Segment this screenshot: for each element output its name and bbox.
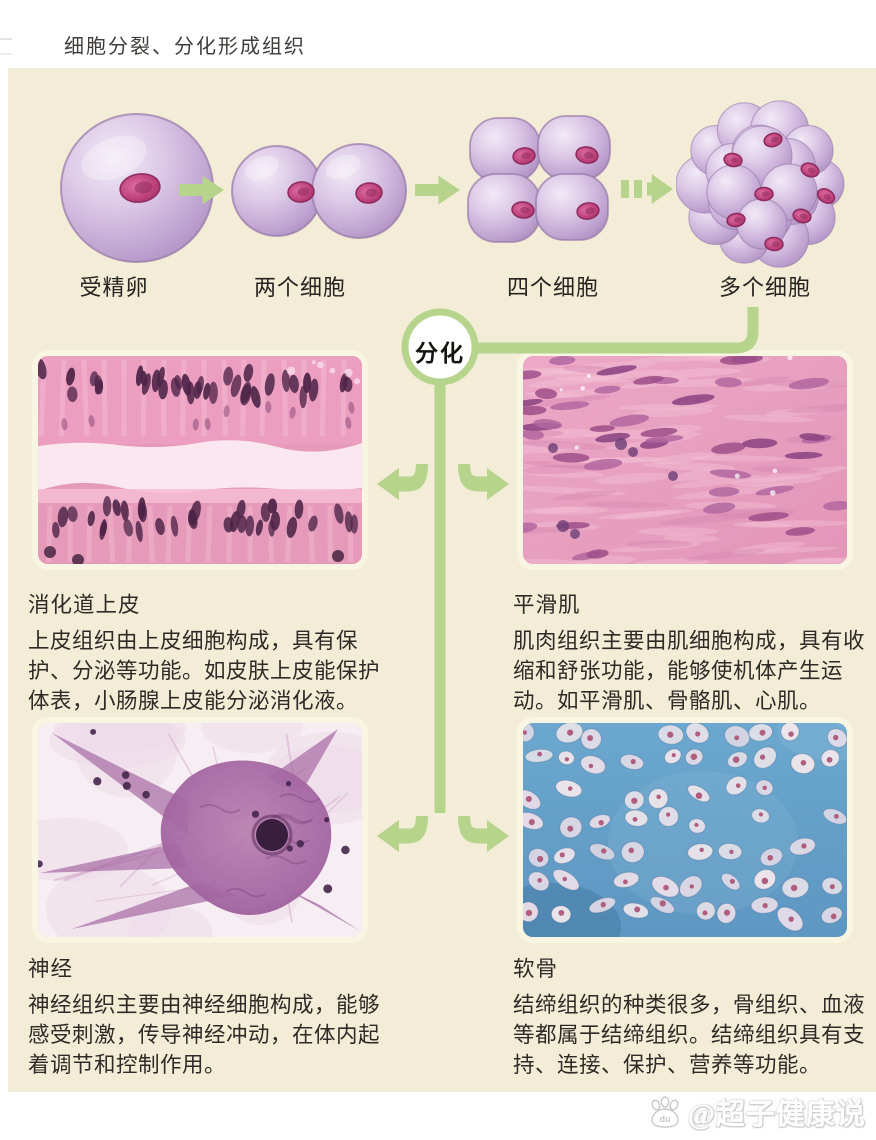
four-cell-figure: [467, 115, 611, 243]
stage-label-two-cells: 两个细胞: [253, 275, 347, 300]
section-text-line: 着调节和控制作用。: [28, 1053, 227, 1077]
dashed-arrow-bar: [634, 180, 642, 198]
section-cartilage: 软骨 结缔组织的种类很多，骨组织、血液 等都属于结缔组织。结缔组织具有支 持、连…: [513, 952, 871, 1080]
section-text-line: 动。如平滑肌、骨骼肌、心肌。: [513, 689, 822, 713]
section-text-line: 上皮组织由上皮细胞构成，具有保: [28, 629, 359, 653]
section-heading: 软骨: [513, 957, 559, 981]
section-heading: 消化道上皮: [28, 593, 141, 617]
stage-label-zygote: 受精卵: [79, 275, 149, 300]
micrograph-nerve: [32, 717, 368, 943]
section-heading: 平滑肌: [513, 593, 581, 617]
two-cell-figure: [231, 143, 407, 239]
section-text-line: 肌肉组织主要由肌细胞构成，具有收: [513, 629, 866, 653]
section-text-line: 神经组织主要由神经细胞构成，能够: [28, 993, 381, 1017]
section-nerve: 神经 神经组织主要由神经细胞构成，能够 感受刺激，传导神经冲动，在体内起 着调节…: [28, 952, 386, 1080]
many-cell-figure: [676, 100, 845, 268]
section-text-line: 体表，小肠腺上皮能分泌消化液。: [28, 689, 359, 713]
section-text-line: 等都属于结缔组织。结缔组织具有支: [513, 1023, 866, 1047]
watermark: du @超子健康说: [648, 1094, 866, 1131]
page-title: 细胞分裂、分化形成组织: [64, 36, 306, 58]
section-text-line: 护、分泌等功能。如皮肤上皮能保护: [28, 659, 381, 683]
dashed-arrow-bar: [621, 180, 629, 198]
page-edge-mark: [0, 38, 12, 55]
differentiation-bubble-label: 分化: [415, 341, 465, 366]
section-text-line: 缩和舒张功能，能够使机体产生运: [513, 659, 844, 683]
micrograph-epithelium: [32, 350, 368, 570]
section-text-line: 持、连接、保护、营养等功能。: [513, 1053, 822, 1077]
section-smooth-muscle: 平滑肌 肌肉组织主要由肌细胞构成，具有收 缩和舒张功能，能够使机体产生运 动。如…: [513, 588, 871, 716]
section-text-line: 结缔组织的种类很多，骨组织、血液: [513, 993, 866, 1017]
svg-text:du: du: [660, 1114, 671, 1124]
baidu-paw-icon: du: [651, 1096, 679, 1128]
micrograph-cartilage: [517, 717, 853, 943]
micrograph-smooth-muscle: [517, 350, 853, 570]
stage-label-four-cells: 四个细胞: [506, 275, 600, 300]
watermark-handle: @超子健康说: [688, 1099, 866, 1131]
section-heading: 神经: [28, 957, 74, 981]
stage-label-many-cells: 多个细胞: [718, 275, 812, 300]
section-epithelium: 消化道上皮 上皮组织由上皮细胞构成，具有保 护、分泌等功能。如皮肤上皮能保护 体…: [28, 588, 386, 716]
section-text-line: 感受刺激，传导神经冲动，在体内起: [28, 1023, 381, 1047]
